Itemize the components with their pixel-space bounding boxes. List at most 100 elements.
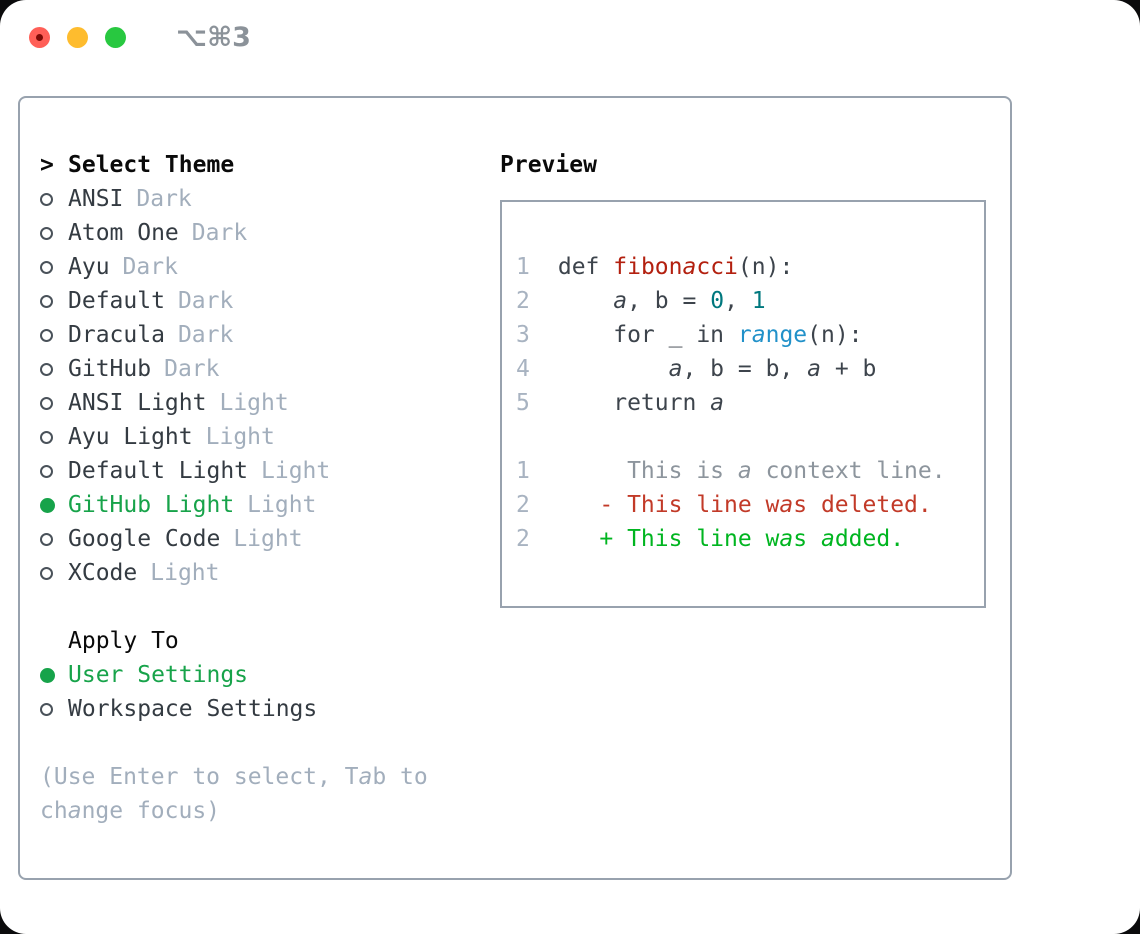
code-segment: a, b = b, a + b bbox=[668, 356, 877, 382]
line-number: 3 bbox=[516, 322, 530, 348]
code-segment: - This line was deleted. bbox=[544, 492, 932, 518]
theme-name: GitHub bbox=[68, 356, 152, 382]
radio-icon bbox=[40, 226, 53, 240]
radio-icon bbox=[40, 260, 53, 274]
theme-option[interactable]: Atom One Dark bbox=[40, 216, 500, 250]
theme-variant: Dark bbox=[177, 288, 234, 314]
code-segment: fibonacci bbox=[613, 254, 738, 280]
theme-variant: Light bbox=[261, 458, 331, 484]
theme-name: XCode bbox=[68, 560, 138, 586]
theme-variant: Light bbox=[219, 390, 289, 416]
select-theme-header: > Select Theme bbox=[40, 148, 500, 182]
line-number: 2 bbox=[516, 492, 530, 518]
line-number: 1 bbox=[516, 458, 530, 484]
theme-name: Ayu bbox=[68, 254, 110, 280]
diff-line: 2 + This line was added. bbox=[516, 522, 970, 556]
prompt-icon: > bbox=[40, 152, 54, 178]
select-theme-label: Select Theme bbox=[68, 152, 235, 178]
close-button[interactable] bbox=[29, 26, 50, 48]
theme-variant: Dark bbox=[177, 322, 234, 348]
radio-icon bbox=[40, 497, 55, 513]
theme-name: Ayu Light bbox=[68, 424, 193, 450]
theme-name: Atom One bbox=[68, 220, 179, 246]
zoom-button[interactable] bbox=[105, 26, 126, 48]
radio-icon bbox=[40, 464, 53, 478]
line-number: 2 bbox=[516, 526, 530, 552]
theme-variant: Dark bbox=[136, 186, 192, 212]
code-line: 5 return a bbox=[516, 386, 970, 420]
code-line: 4 a, b = b, a + b bbox=[516, 352, 970, 386]
line-number: 2 bbox=[516, 288, 530, 314]
theme-option[interactable]: Ayu Dark bbox=[40, 250, 500, 284]
theme-option[interactable]: GitHub Light Light bbox=[40, 488, 500, 522]
code-line: 3 for _ in range(n): bbox=[516, 318, 970, 352]
theme-name: Default Light bbox=[68, 458, 249, 484]
radio-icon bbox=[40, 430, 53, 444]
diff-line: 2 - This line was deleted. bbox=[516, 488, 970, 522]
radio-icon bbox=[40, 396, 53, 410]
code-segment: (n): bbox=[807, 322, 863, 348]
code-segment: for _ in bbox=[544, 322, 738, 348]
theme-name: ANSI bbox=[68, 186, 124, 212]
code-segment: 0 bbox=[710, 288, 725, 314]
theme-variant: Dark bbox=[122, 254, 178, 280]
apply-option-label: User Settings bbox=[68, 662, 249, 688]
theme-option[interactable]: Default Dark bbox=[40, 284, 500, 318]
apply-option-label: Workspace Settings bbox=[68, 696, 318, 722]
code-segment: return a bbox=[544, 390, 725, 416]
theme-name: Default bbox=[68, 288, 165, 314]
code-segment: (n): bbox=[737, 254, 794, 280]
radio-icon bbox=[40, 294, 53, 308]
line-number: 4 bbox=[516, 356, 530, 382]
apply-option[interactable]: Workspace Settings bbox=[40, 692, 500, 726]
theme-variant: Light bbox=[247, 492, 317, 518]
code-segment: This is a context line. bbox=[544, 458, 946, 484]
title-bar: ⌥⌘3 bbox=[0, 0, 1140, 53]
radio-icon bbox=[40, 566, 53, 580]
radio-icon bbox=[40, 532, 53, 546]
theme-variant: Light bbox=[205, 424, 275, 450]
code-line: 1 def fibonacci(n): bbox=[516, 250, 970, 284]
theme-option[interactable]: Dracula Dark bbox=[40, 318, 500, 352]
apply-to-header: Apply To bbox=[68, 628, 179, 654]
minimize-button[interactable] bbox=[67, 26, 88, 48]
theme-option[interactable]: XCode Light bbox=[40, 556, 500, 590]
theme-name: Google Code bbox=[68, 526, 221, 552]
spacer bbox=[40, 590, 500, 624]
apply-option[interactable]: User Settings bbox=[40, 658, 500, 692]
code-segment: 1 bbox=[751, 288, 766, 314]
window-title: ⌥⌘3 bbox=[176, 21, 251, 53]
code-segment: a, b = bbox=[613, 288, 711, 314]
radio-icon bbox=[40, 667, 55, 683]
line-number: 5 bbox=[516, 390, 530, 416]
line-number: 1 bbox=[516, 254, 530, 280]
theme-variant: Dark bbox=[191, 220, 248, 246]
preview-column: Preview 1 def fibonacci(n):2 a, b = 0, 1… bbox=[500, 148, 986, 878]
hint-text: (Use Enter to select, Tab to change focu… bbox=[40, 764, 428, 824]
theme-variant: Light bbox=[233, 526, 303, 552]
theme-name: GitHub Light bbox=[68, 492, 235, 518]
radio-icon bbox=[40, 702, 53, 716]
code-line: 2 a, b = 0, 1 bbox=[516, 284, 970, 318]
theme-option[interactable]: ANSI Light Light bbox=[40, 386, 500, 420]
code-segment: + This line was added. bbox=[544, 526, 905, 552]
diff-line: 1 This is a context line. bbox=[516, 454, 970, 488]
radio-icon bbox=[40, 328, 53, 342]
theme-option[interactable]: Default Light Light bbox=[40, 454, 500, 488]
theme-variant: Light bbox=[150, 560, 220, 586]
code-segment: def bbox=[544, 254, 614, 280]
preview-title: Preview bbox=[500, 152, 597, 178]
theme-name: Dracula bbox=[68, 322, 165, 348]
theme-option[interactable]: Ayu Light Light bbox=[40, 420, 500, 454]
theme-name: ANSI Light bbox=[68, 390, 207, 416]
blank-line bbox=[516, 420, 970, 454]
theme-option[interactable]: ANSI Dark bbox=[40, 182, 500, 216]
radio-icon bbox=[40, 362, 53, 376]
theme-option[interactable]: Google Code Light bbox=[40, 522, 500, 556]
